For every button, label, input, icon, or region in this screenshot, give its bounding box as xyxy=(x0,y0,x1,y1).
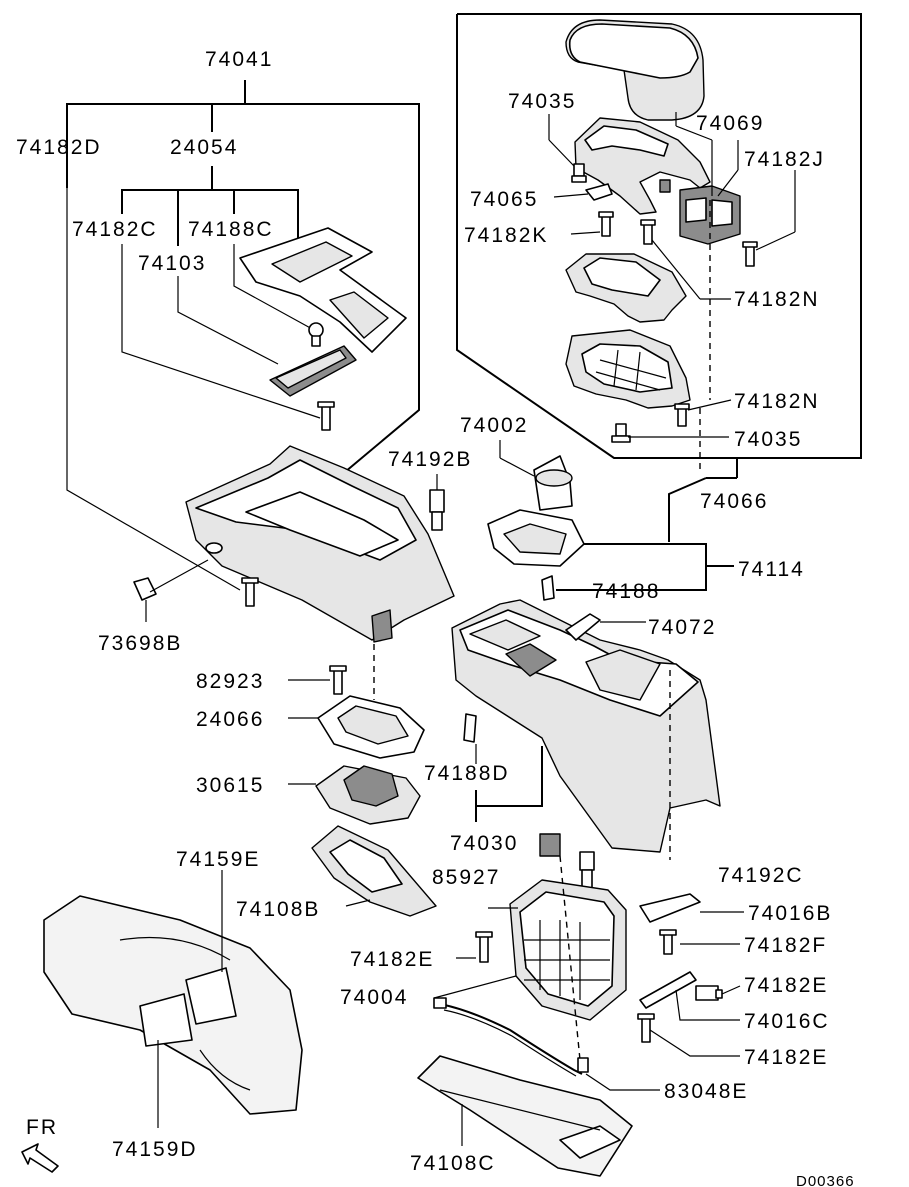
label-74182C: 74182C xyxy=(72,218,158,241)
label-74159D: 74159D xyxy=(112,1138,198,1161)
label-74192C: 74192C xyxy=(718,864,804,887)
label-74188C: 74188C xyxy=(188,218,274,241)
screw-74182N-lower xyxy=(674,403,690,427)
label-74103: 74103 xyxy=(138,252,206,275)
cup-holder-74002 xyxy=(533,455,573,511)
label-24054: 24054 xyxy=(170,136,238,159)
clip-73698B xyxy=(133,577,157,601)
switch-85927 xyxy=(539,833,561,857)
clip-74188D xyxy=(463,713,477,743)
clip-74065 xyxy=(585,183,613,201)
clip-74072 xyxy=(565,613,601,641)
screw-82923 xyxy=(329,665,347,695)
label-74035-top: 74035 xyxy=(508,90,576,113)
label-83048E: 83048E xyxy=(664,1080,748,1103)
label-74016B: 74016B xyxy=(748,902,832,925)
bracket-74159D xyxy=(139,993,193,1047)
label-82923: 82923 xyxy=(196,670,264,693)
label-74108C: 74108C xyxy=(410,1152,496,1175)
screw-74035-top xyxy=(571,163,587,183)
tray-74108B xyxy=(311,825,437,917)
bracket-74159E xyxy=(185,967,237,1025)
screw-74182F xyxy=(659,929,677,955)
label-74182E-b: 74182E xyxy=(744,974,828,997)
label-fr: FR xyxy=(26,1116,58,1139)
front-arrow-icon xyxy=(21,1143,59,1173)
armrest-lower-tray xyxy=(565,329,691,409)
label-74182E-a: 74182E xyxy=(350,948,434,971)
label-74182K: 74182K xyxy=(464,224,548,247)
boot-30615 xyxy=(315,765,421,825)
bolt-74192B xyxy=(429,489,445,531)
label-24066: 24066 xyxy=(196,708,264,731)
label-74192B: 74192B xyxy=(388,448,472,471)
label-74066: 74066 xyxy=(700,490,768,513)
screw-74182J xyxy=(742,241,758,267)
shift-bezel xyxy=(239,227,407,353)
screw-74035-bottom xyxy=(611,423,631,443)
bracket-74016C xyxy=(639,971,697,1009)
cup-holder-74114 xyxy=(487,509,585,567)
label-74188: 74188 xyxy=(592,580,660,603)
label-74159E: 74159E xyxy=(176,848,260,871)
screw-74182N-upper xyxy=(640,219,656,245)
label-30615: 30615 xyxy=(196,774,264,797)
label-74030: 74030 xyxy=(450,832,518,855)
label-74182N-b: 74182N xyxy=(734,390,820,413)
label-74182J: 74182J xyxy=(744,148,825,171)
main-console xyxy=(451,599,721,853)
front-console xyxy=(185,445,455,643)
screw-74182E-lower xyxy=(637,1013,655,1043)
clip-74188 xyxy=(541,575,555,601)
armrest-base xyxy=(574,117,711,215)
screw-74182C xyxy=(317,401,335,431)
cable-83048E xyxy=(433,997,589,1077)
label-74002: 74002 xyxy=(460,414,528,437)
drawing-id: D00366 xyxy=(796,1173,855,1187)
label-74072: 74072 xyxy=(648,616,716,639)
label-74041: 74041 xyxy=(205,48,273,71)
label-74182F: 74182F xyxy=(744,934,827,957)
label-74182E-c: 74182E xyxy=(744,1046,828,1069)
label-74004: 74004 xyxy=(340,986,408,1009)
label-74069: 74069 xyxy=(696,112,764,135)
label-74035-bottom: 74035 xyxy=(734,428,802,451)
clip-74188C xyxy=(308,322,324,347)
screw-74182E-left xyxy=(475,931,493,963)
label-74188D: 74188D xyxy=(424,762,510,785)
screw-74182D xyxy=(241,577,259,607)
armrest-lid xyxy=(565,19,705,121)
bolt-74182E-right xyxy=(695,985,723,1001)
label-74182D: 74182D xyxy=(16,136,102,159)
bracket-74016B xyxy=(639,893,701,923)
floor-cover-74108C xyxy=(417,1055,633,1177)
label-74108B: 74108B xyxy=(236,898,320,921)
label-74114: 74114 xyxy=(738,558,805,581)
label-73698B: 73698B xyxy=(98,632,182,655)
label-74016C: 74016C xyxy=(744,1010,830,1033)
label-85927: 85927 xyxy=(432,866,500,889)
label-74065: 74065 xyxy=(470,188,538,211)
armrest-upper-tray xyxy=(565,253,687,323)
bracket-74004 xyxy=(509,879,627,1021)
indicator-panel-74103 xyxy=(269,345,357,397)
screw-74182K xyxy=(598,211,614,237)
label-74182N-a: 74182N xyxy=(734,288,820,311)
plate-24066 xyxy=(317,695,425,759)
